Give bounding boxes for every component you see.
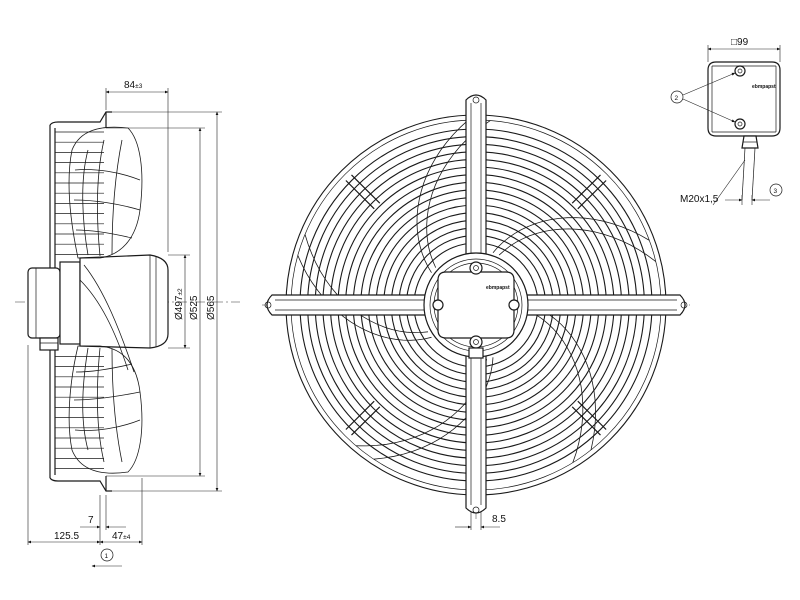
dim-diam-mid: Ø525 xyxy=(189,295,200,320)
dim-diam-inner: Ø497±2 xyxy=(174,288,185,320)
mounting-feet xyxy=(264,94,688,514)
guard-wires-side xyxy=(55,131,104,469)
terminal-box-detail: □99 ebmpapst 2 3 M20x1,5 xyxy=(670,37,783,206)
box-screw-bottom xyxy=(734,118,746,130)
callout-3-circle xyxy=(769,183,783,197)
radial-struts xyxy=(345,174,607,436)
dim-mount-hole: 8.5 xyxy=(492,514,506,525)
thread-label: M20x1,5 xyxy=(680,194,719,205)
front-view: ebmpapst 8.5 xyxy=(262,94,690,530)
callout-3-label: 3 xyxy=(774,188,778,195)
blade-lines xyxy=(297,119,657,463)
brand-logo-front: ebmpapst xyxy=(486,285,510,291)
blade-upper xyxy=(68,126,143,259)
motor-flange xyxy=(59,261,81,345)
blade-lower xyxy=(68,345,143,474)
dim-box-size: □99 xyxy=(731,37,749,48)
callout-1-circle xyxy=(100,548,114,562)
motor-housing xyxy=(27,267,61,339)
terminal-box-front xyxy=(437,271,515,339)
cable-gland xyxy=(39,337,59,351)
side-view: 84±3 Ø497±2 Ø525 Ø565 7 125.5 47±4 1 xyxy=(15,80,240,568)
dim-depth-top: 84±3 xyxy=(124,80,143,91)
box-screw-top xyxy=(734,65,746,77)
rotor-hub xyxy=(79,254,169,349)
dim-bottom-depth: 47±4 xyxy=(112,531,131,542)
callout-2-circle xyxy=(670,90,684,104)
dim-flange: 7 xyxy=(88,515,94,526)
dim-overall: 125.5 xyxy=(54,531,79,542)
callout-2-label: 2 xyxy=(675,95,679,102)
brand-logo-box: ebmpapst xyxy=(752,84,776,90)
gland-front xyxy=(468,347,484,359)
dim-diam-outer: Ø565 xyxy=(206,295,217,320)
callout-1-label: 1 xyxy=(105,553,109,560)
